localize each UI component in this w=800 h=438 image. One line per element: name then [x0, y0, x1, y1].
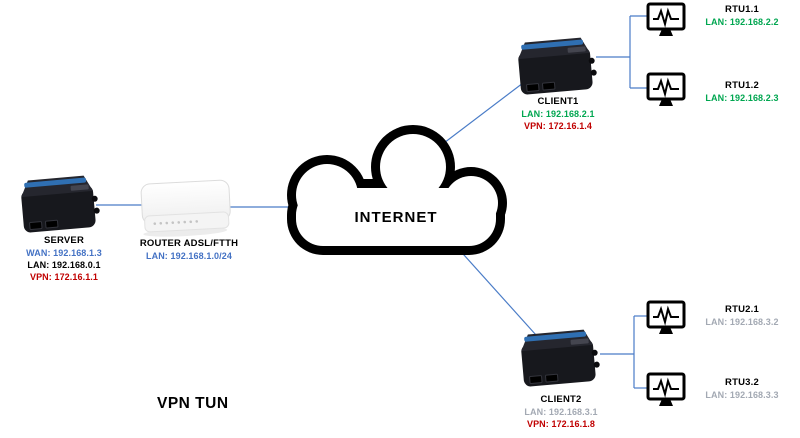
- rtu2-1-title: RTU2.1: [725, 304, 759, 315]
- internet-cloud-icon: INTERNET: [287, 125, 507, 255]
- adsl-router-lan: LAN: 192.168.1.0/24: [146, 251, 232, 261]
- rtu3-2-monitor-icon: [646, 372, 686, 410]
- client2-label: CLIENT2 LAN: 192.168.3.1 VPN: 172.16.1.8: [505, 394, 617, 430]
- rtu1-1-label: RTU1.1 LAN: 192.168.2.2: [684, 4, 800, 28]
- client1-lan-ip: LAN: 192.168.2.1: [521, 109, 595, 119]
- rtu1-1-monitor-icon: [646, 2, 686, 40]
- client2-title: CLIENT2: [540, 394, 582, 405]
- server-lan-ip: LAN: 192.168.0.1: [27, 260, 101, 270]
- adsl-router-label: ROUTER ADSL/FTTH LAN: 192.168.1.0/24: [122, 238, 256, 262]
- client2-lan-ip: LAN: 192.168.3.1: [524, 407, 598, 417]
- rtu3-2-label: RTU3.2 LAN: 192.168.3.3: [684, 377, 800, 401]
- rtu1-1-lan-ip: LAN: 192.168.2.2: [705, 17, 779, 27]
- rtu2-1-lan-ip: LAN: 192.168.3.2: [705, 317, 779, 327]
- server-router-icon: [16, 172, 100, 236]
- server-label: SERVER WAN: 192.168.1.3 LAN: 192.168.0.1…: [8, 235, 120, 283]
- rtu1-2-lan-ip: LAN: 192.168.2.3: [705, 93, 779, 103]
- client1-title: CLIENT1: [537, 96, 579, 107]
- client2-router-icon: [516, 326, 600, 390]
- rtu1-1-title: RTU1.1: [725, 4, 759, 15]
- rtu2-1-label: RTU2.1 LAN: 192.168.3.2: [684, 304, 800, 328]
- server-vpn-ip: VPN: 172.16.1.1: [29, 272, 99, 282]
- rtu1-2-monitor-icon: [646, 72, 686, 110]
- rtu1-2-label: RTU1.2 LAN: 192.168.2.3: [684, 80, 800, 104]
- rtu1-2-title: RTU1.2: [725, 80, 759, 91]
- client1-router-icon: [513, 34, 597, 98]
- client1-vpn-ip: VPN: 172.16.1.4: [523, 121, 593, 131]
- rtu2-1-monitor-icon: [646, 300, 686, 338]
- adsl-router-icon: [138, 176, 234, 240]
- adsl-router-title: ROUTER ADSL/FTTH: [139, 238, 239, 249]
- diagram-title: VPN TUN: [157, 395, 229, 412]
- server-wan-ip: WAN: 192.168.1.3: [26, 248, 102, 258]
- client1-label: CLIENT1 LAN: 192.168.2.1 VPN: 172.16.1.4: [502, 96, 614, 132]
- client2-vpn-ip: VPN: 172.16.1.8: [526, 419, 596, 429]
- server-title: SERVER: [43, 235, 85, 246]
- internet-label: INTERNET: [355, 209, 438, 226]
- rtu3-2-title: RTU3.2: [725, 377, 759, 388]
- rtu3-2-lan-ip: LAN: 192.168.3.3: [705, 390, 779, 400]
